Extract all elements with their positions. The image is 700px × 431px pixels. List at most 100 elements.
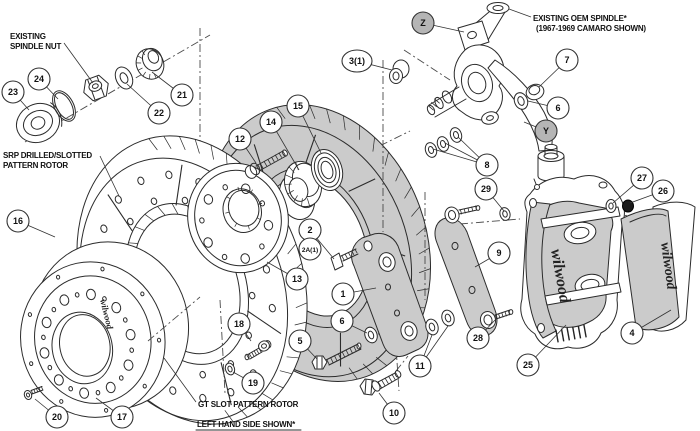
callout-22: 22: [126, 83, 171, 125]
callout-19: 19: [232, 371, 265, 395]
mounting-stud-top: [444, 205, 481, 224]
washers-11: [425, 309, 455, 336]
text-labels: EXISTING SPINDLE NUT EXISTING OEM SPINDL…: [3, 8, 647, 431]
svg-text:13: 13: [292, 274, 302, 284]
callout-27: 27: [612, 166, 654, 204]
caliper: [520, 175, 625, 350]
rotor-hat: [20, 241, 190, 418]
callout-29: 29: [474, 177, 505, 212]
svg-text:28: 28: [473, 333, 483, 343]
washer-6-top: [513, 92, 529, 110]
svg-text:7: 7: [564, 55, 569, 65]
svg-text:19: 19: [248, 378, 258, 388]
label-srp-rotor-2: PATTERN ROTOR: [3, 161, 68, 170]
caliper-grill: [555, 324, 587, 343]
label-oem-spindle-1: EXISTING OEM SPINDLE*: [533, 14, 628, 23]
svg-text:1: 1: [340, 289, 345, 299]
outer-bearing: [135, 47, 165, 80]
washer-29: [499, 207, 511, 221]
callout-balloons: 23242221Z76Y3(1)8291514121322A(1)1619651…: [1, 11, 675, 429]
svg-text:2A(1): 2A(1): [302, 247, 318, 254]
callout-8: 8: [432, 136, 499, 177]
label-side-note: LEFT HAND SIDE SHOWN*: [197, 420, 296, 429]
svg-text:23: 23: [8, 87, 18, 97]
svg-text:4: 4: [629, 328, 634, 338]
svg-text:2: 2: [307, 225, 312, 235]
callout-10: 10: [378, 392, 406, 425]
callout-20: 20: [34, 398, 69, 429]
bolt-10: [359, 370, 402, 396]
callout-7: 7: [538, 48, 579, 88]
callout-17: 17: [95, 397, 134, 429]
callout-28: 28: [466, 317, 498, 350]
thrust-washer: [114, 66, 134, 90]
callout-3(1): 3(1): [341, 49, 393, 73]
washer-19: [224, 362, 236, 376]
callout-9: 9: [474, 241, 511, 268]
svg-text:11: 11: [415, 361, 425, 371]
svg-text:6: 6: [555, 103, 560, 113]
callout-2A(1): 2A(1): [298, 237, 322, 261]
callout-6: 6: [330, 309, 368, 334]
oem-spindle: [426, 2, 510, 125]
svg-text:21: 21: [177, 90, 187, 100]
hub-flange: [187, 162, 289, 274]
svg-text:3(1): 3(1): [349, 56, 365, 66]
callout-16: 16: [6, 209, 56, 238]
label-srp-rotor-1: SRP DRILLED/SLOTTED: [3, 151, 92, 160]
nut-7: [525, 83, 545, 101]
label-existing-spindle-nut-2: SPINDLE NUT: [10, 42, 61, 51]
callout-Y: Y: [523, 119, 558, 143]
svg-text:22: 22: [154, 108, 164, 118]
svg-text:25: 25: [523, 360, 533, 370]
svg-text:26: 26: [658, 186, 668, 196]
svg-text:9: 9: [496, 248, 501, 258]
washer-6-bottom: [364, 326, 378, 344]
svg-text:5: 5: [297, 336, 302, 346]
svg-text:18: 18: [234, 319, 244, 329]
svg-text:16: 16: [13, 216, 23, 226]
callout-15: 15: [286, 94, 322, 154]
callout-1: 1: [331, 282, 377, 306]
callout-4: 4: [620, 309, 672, 345]
svg-text:12: 12: [235, 134, 245, 144]
svg-text:29: 29: [481, 184, 491, 194]
dome-nut-26: [622, 199, 634, 213]
svg-text:15: 15: [293, 101, 303, 111]
wheel-stud: [244, 149, 288, 179]
callout-24: 24: [27, 67, 59, 100]
svg-text:Y: Y: [543, 126, 549, 136]
caliper-bracket-1: [351, 232, 429, 358]
countersunk-screw-2: [330, 248, 359, 271]
label-existing-spindle-nut-1: EXISTING: [10, 32, 46, 41]
svg-text:20: 20: [52, 412, 62, 422]
bolt-18: [244, 340, 270, 361]
washer-27: [605, 199, 617, 213]
label-oem-spindle-2: (1967-1969 CAMARO SHOWN): [536, 24, 646, 33]
callout-11: 11: [408, 325, 449, 378]
spindle-nut-part: [83, 74, 109, 102]
callout-2: 2: [298, 218, 335, 260]
svg-text:24: 24: [34, 74, 44, 84]
brake-pads: [620, 201, 696, 332]
washers-8: [424, 127, 463, 158]
callout-18: 18: [227, 312, 252, 342]
callout-5: 5: [288, 329, 318, 360]
label-gt-rotor: GT SLOT PATTERN ROTOR: [198, 400, 299, 409]
callout-26: 26: [629, 179, 675, 204]
callout-21: 21: [151, 71, 194, 107]
o-ring: [52, 90, 76, 122]
svg-text:27: 27: [637, 173, 647, 183]
callout-14: 14: [259, 110, 300, 171]
svg-text:10: 10: [389, 408, 399, 418]
callout-12: 12: [228, 127, 257, 164]
grease-seal: [310, 148, 344, 192]
svg-text:17: 17: [117, 412, 127, 422]
callout-13: 13: [266, 261, 309, 291]
svg-text:Z: Z: [420, 18, 426, 28]
dust-cap: [16, 102, 63, 144]
svg-text:6: 6: [339, 316, 344, 326]
callout-23: 23: [1, 80, 30, 111]
